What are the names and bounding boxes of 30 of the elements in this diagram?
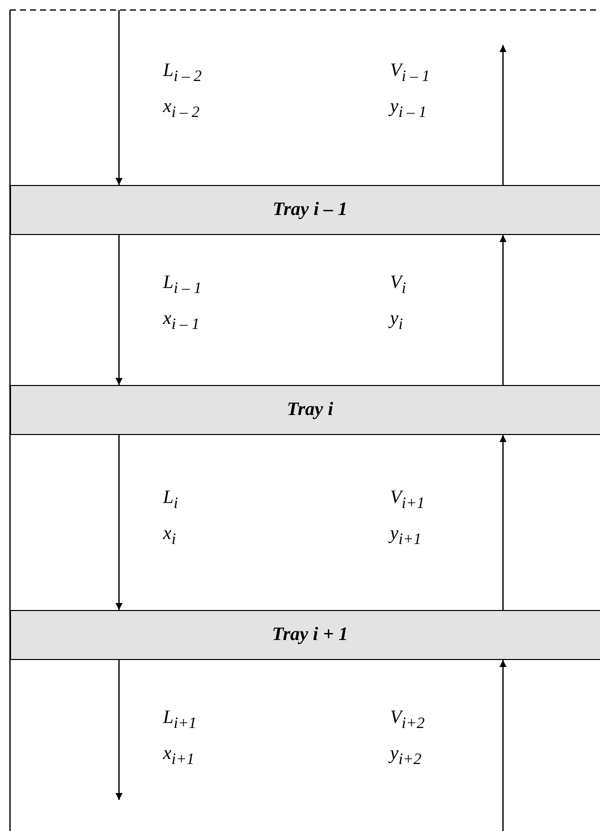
stream-label: L$_{i+1}$ [163, 707, 197, 733]
stream-label: L$_{i – 2}$ [163, 60, 202, 86]
stream-label: y$_{i+1}$ [390, 523, 422, 549]
tray-label: Tray i – 1 [272, 199, 348, 221]
flow-arrow [116, 660, 122, 800]
stream-label: y$_{i}$ [390, 308, 403, 334]
stream-label: x$_{i+1}$ [163, 743, 194, 769]
tray-bar [10, 610, 600, 660]
flow-arrow [116, 235, 122, 385]
flow-arrow [500, 235, 506, 385]
stream-label: V$_{i+1}$ [390, 487, 425, 513]
stream-label: L$_{i – 1}$ [163, 272, 202, 298]
tray-label: Tray i [286, 399, 334, 421]
stream-label: V$_{i+2}$ [390, 707, 425, 733]
flow-arrow [500, 435, 506, 610]
flow-arrow [116, 435, 122, 610]
stream-label: x$_{i – 2}$ [163, 96, 200, 122]
stream-label: V$_{i – 1}$ [390, 60, 430, 86]
stream-label: x$_{i}$ [163, 523, 176, 549]
flow-arrow [500, 660, 506, 831]
flow-arrow [116, 10, 122, 185]
flow-arrow [500, 45, 506, 185]
tray-label: Tray i + 1 [272, 624, 348, 646]
stream-label: V$_{i}$ [390, 272, 406, 298]
tray-bar [10, 385, 600, 435]
stream-label: x$_{i – 1}$ [163, 308, 200, 334]
stream-label: y$_{i+2}$ [390, 743, 422, 769]
stream-label: y$_{i – 1}$ [390, 96, 427, 122]
stream-label: L$_{i}$ [163, 487, 178, 513]
tray-bar [10, 185, 600, 235]
